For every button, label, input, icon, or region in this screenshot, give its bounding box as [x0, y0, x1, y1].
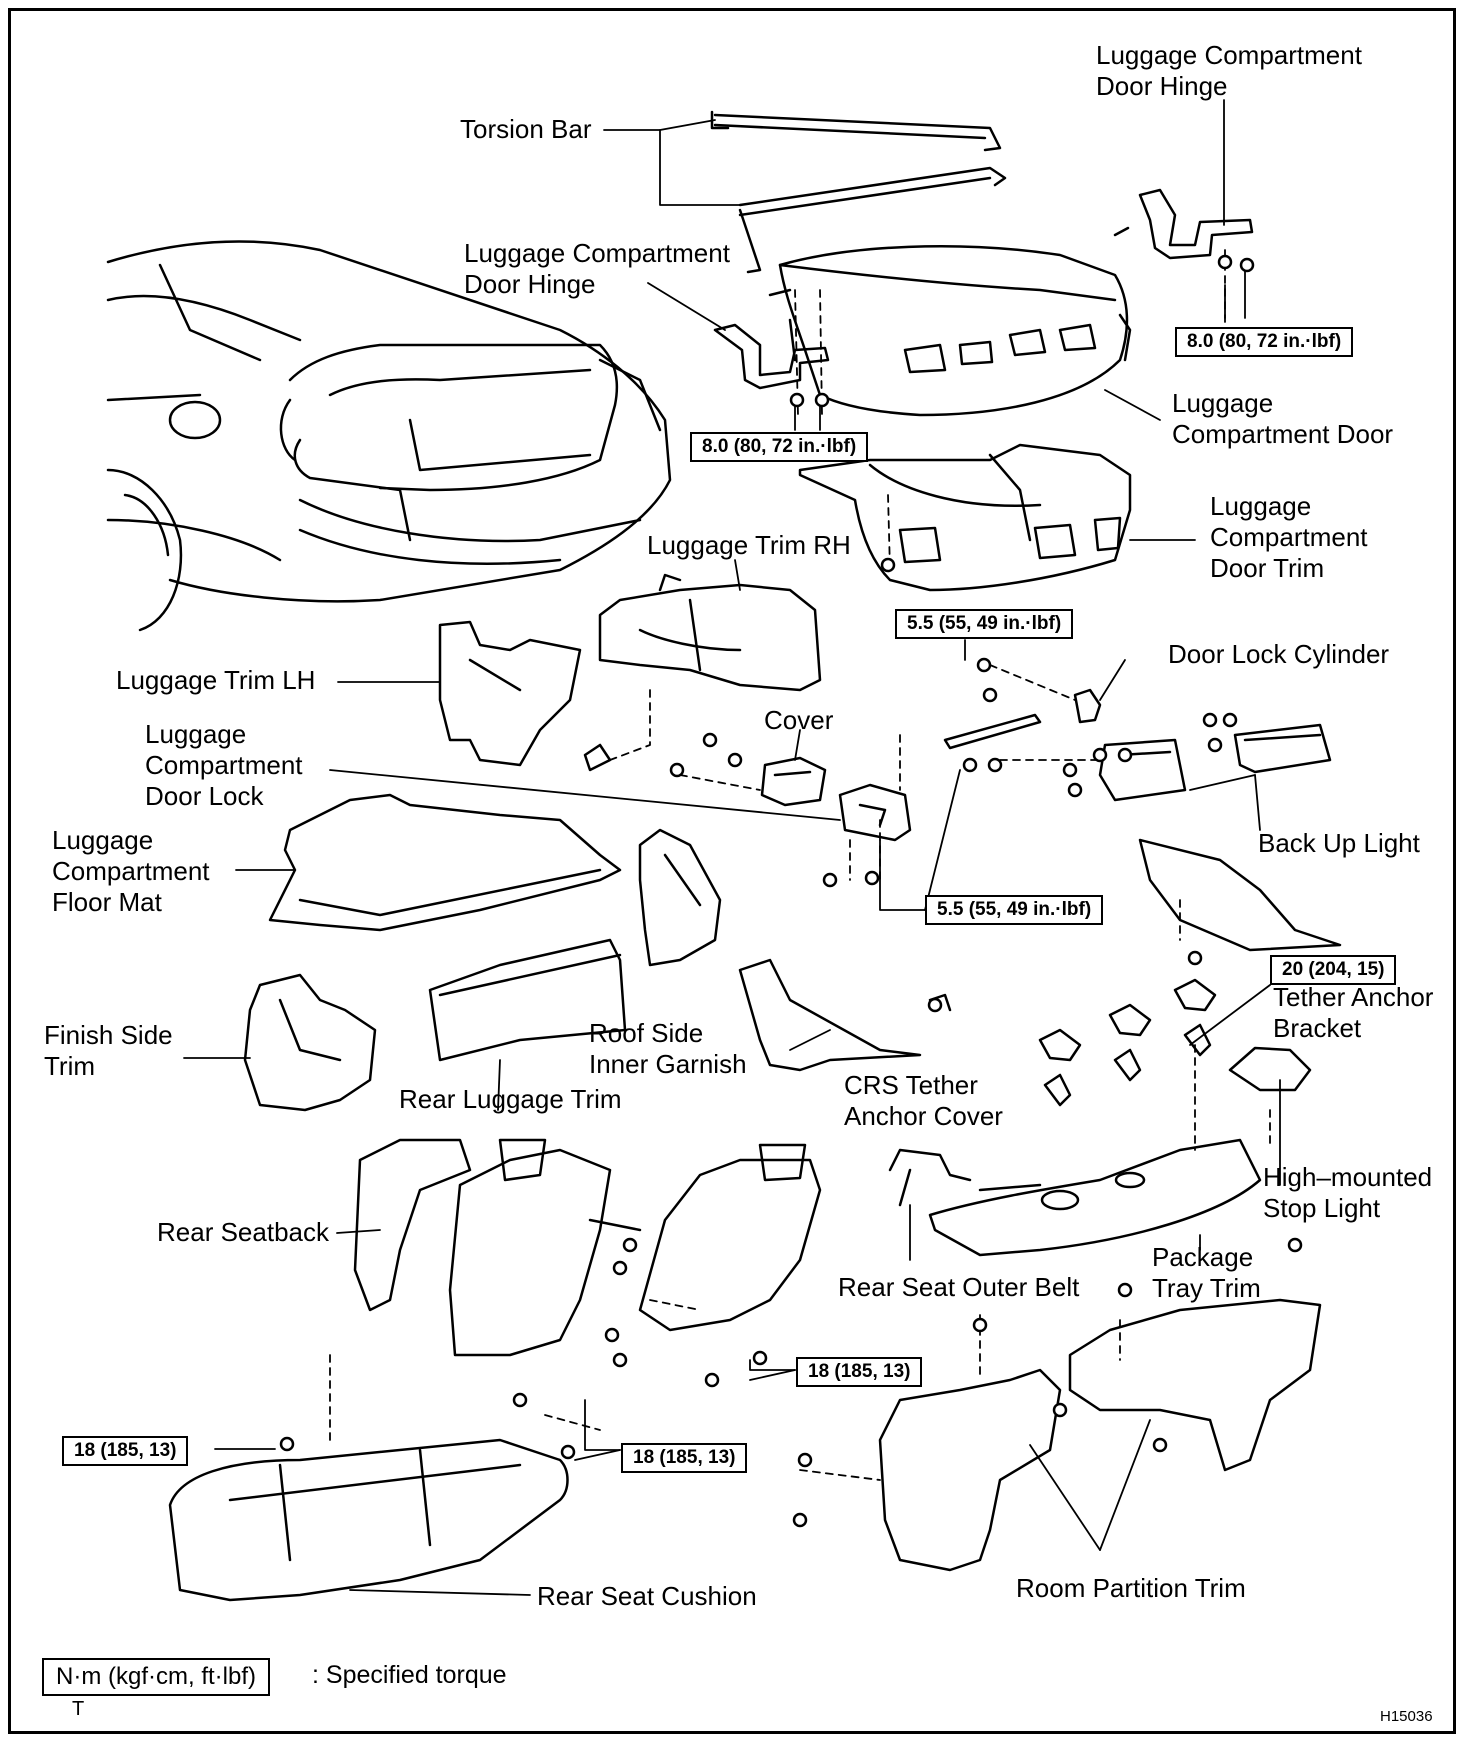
label-door-lock-3: Door Lock [145, 781, 264, 811]
label-lock-cylinder: Door Lock Cylinder [1168, 639, 1390, 669]
label-luggage-trim-rh: Luggage Trim RH [647, 530, 851, 560]
label-door-1: Luggage [1172, 388, 1274, 418]
room-partition-trim-part [878, 1298, 1322, 1572]
rear-seatback-part [353, 1138, 822, 1357]
torque-door-trim: 5.5 (55, 49 in.·lbf) [895, 609, 1074, 639]
label-torsion-bar: Torsion Bar [460, 114, 592, 144]
label-finish-side-1: Finish Side [44, 1020, 173, 1050]
torque-hinge-rh: 8.0 (80, 72 in.·lbf) [690, 432, 869, 462]
label-hinge-lh-2: Door Hinge [1096, 71, 1228, 101]
label-hinge-rh-1: Luggage Compartment [464, 238, 730, 268]
crs-cover-part [1038, 978, 1217, 1062]
label-rear-luggage-trim: Rear Luggage Trim [399, 1084, 622, 1114]
label-door-2: Compartment Door [1172, 419, 1394, 449]
label-room-partition: Room Partition Trim [1016, 1573, 1246, 1603]
label-tether-bracket-1: Tether Anchor [1273, 982, 1434, 1012]
label-roof-side-1: Roof Side [589, 1018, 704, 1048]
hinge-rh-part [713, 288, 830, 390]
label-floor-mat-3: Floor Mat [52, 887, 162, 917]
legend-description: : Specified torque [312, 1661, 507, 1689]
label-roof-side-2: Inner Garnish [589, 1049, 747, 1079]
label-finish-side-2: Trim [44, 1051, 96, 1081]
label-luggage-trim-lh: Luggage Trim LH [116, 665, 316, 695]
luggage-trim-lh-part [438, 620, 612, 772]
luggage-door-part [778, 245, 1132, 417]
torque-tether: 20 (204, 15) [1270, 955, 1397, 985]
label-door-trim-3: Door Trim [1210, 553, 1325, 583]
label-door-lock-1: Luggage [145, 719, 247, 749]
bolt-icons [279, 254, 1303, 1528]
label-crs-cover-2: Anchor Cover [844, 1101, 1003, 1131]
package-tray-part [928, 1138, 1262, 1257]
roof-side-garnish-part [738, 958, 952, 1072]
label-rear-seatback: Rear Seatback [157, 1217, 329, 1247]
label-hinge-lh-1: Luggage Compartment [1096, 40, 1362, 70]
label-package-tray-2: Tray Trim [1152, 1273, 1261, 1303]
figure-code: H15036 [1380, 1708, 1433, 1725]
stop-light-part [1228, 1046, 1312, 1092]
floor-mat-part [268, 793, 622, 932]
label-cover: Cover [764, 705, 834, 735]
torque-seatback-hinge: 18 (185, 13) [621, 1443, 748, 1473]
torque-seatback: 18 (185, 13) [796, 1357, 923, 1387]
label-floor-mat-2: Compartment [52, 856, 210, 886]
label-back-up-light: Back Up Light [1258, 828, 1420, 858]
torque-door-lock: 5.5 (55, 49 in.·lbf) [925, 895, 1104, 925]
cover-part [760, 756, 827, 807]
label-door-trim-2: Compartment [1210, 522, 1368, 552]
label-outer-belt: Rear Seat Outer Belt [838, 1272, 1080, 1302]
door-trim-part [798, 443, 1132, 592]
leader-lines [183, 99, 1281, 1596]
finish-side-trim-lh-part [243, 973, 377, 1112]
back-up-light-part [1098, 723, 1332, 802]
finish-side-trim-part [638, 828, 722, 967]
door-lock-part [838, 783, 912, 842]
label-hinge-rh-2: Door Hinge [464, 269, 596, 299]
label-seat-cushion: Rear Seat Cushion [537, 1581, 757, 1611]
torque-cushion-lh: 18 (185, 13) [62, 1436, 189, 1466]
label-crs-cover-1: CRS Tether [844, 1070, 978, 1100]
diagram-frame [8, 8, 1456, 1734]
label-door-lock-2: Compartment [145, 750, 303, 780]
vehicle-body-illustration [106, 240, 672, 632]
rear-luggage-trim-part [428, 938, 627, 1062]
outer-belt-part [888, 1148, 972, 1207]
label-package-tray-1: Package [1152, 1242, 1254, 1272]
label-door-trim-1: Luggage [1210, 491, 1312, 521]
rear-seat-cushion-part [168, 1438, 569, 1602]
luggage-trim-rh-part [598, 573, 822, 692]
lock-cylinder-part [943, 688, 1102, 750]
torsion-bar-part [710, 110, 1007, 274]
label-stop-light-2: Stop Light [1263, 1193, 1381, 1223]
legend-mark: T [72, 1698, 85, 1720]
hinge-lh-part [1113, 188, 1254, 260]
torque-hinge-lh: 8.0 (80, 72 in.·lbf) [1175, 327, 1354, 357]
label-stop-light-1: High–mounted [1263, 1162, 1433, 1192]
label-tether-bracket-2: Bracket [1273, 1013, 1362, 1043]
legend-torque-unit: N·m (kgf·cm, ft·lbf) [42, 1658, 270, 1696]
label-floor-mat-1: Luggage [52, 825, 154, 855]
quarter-trim-part [1138, 838, 1342, 952]
